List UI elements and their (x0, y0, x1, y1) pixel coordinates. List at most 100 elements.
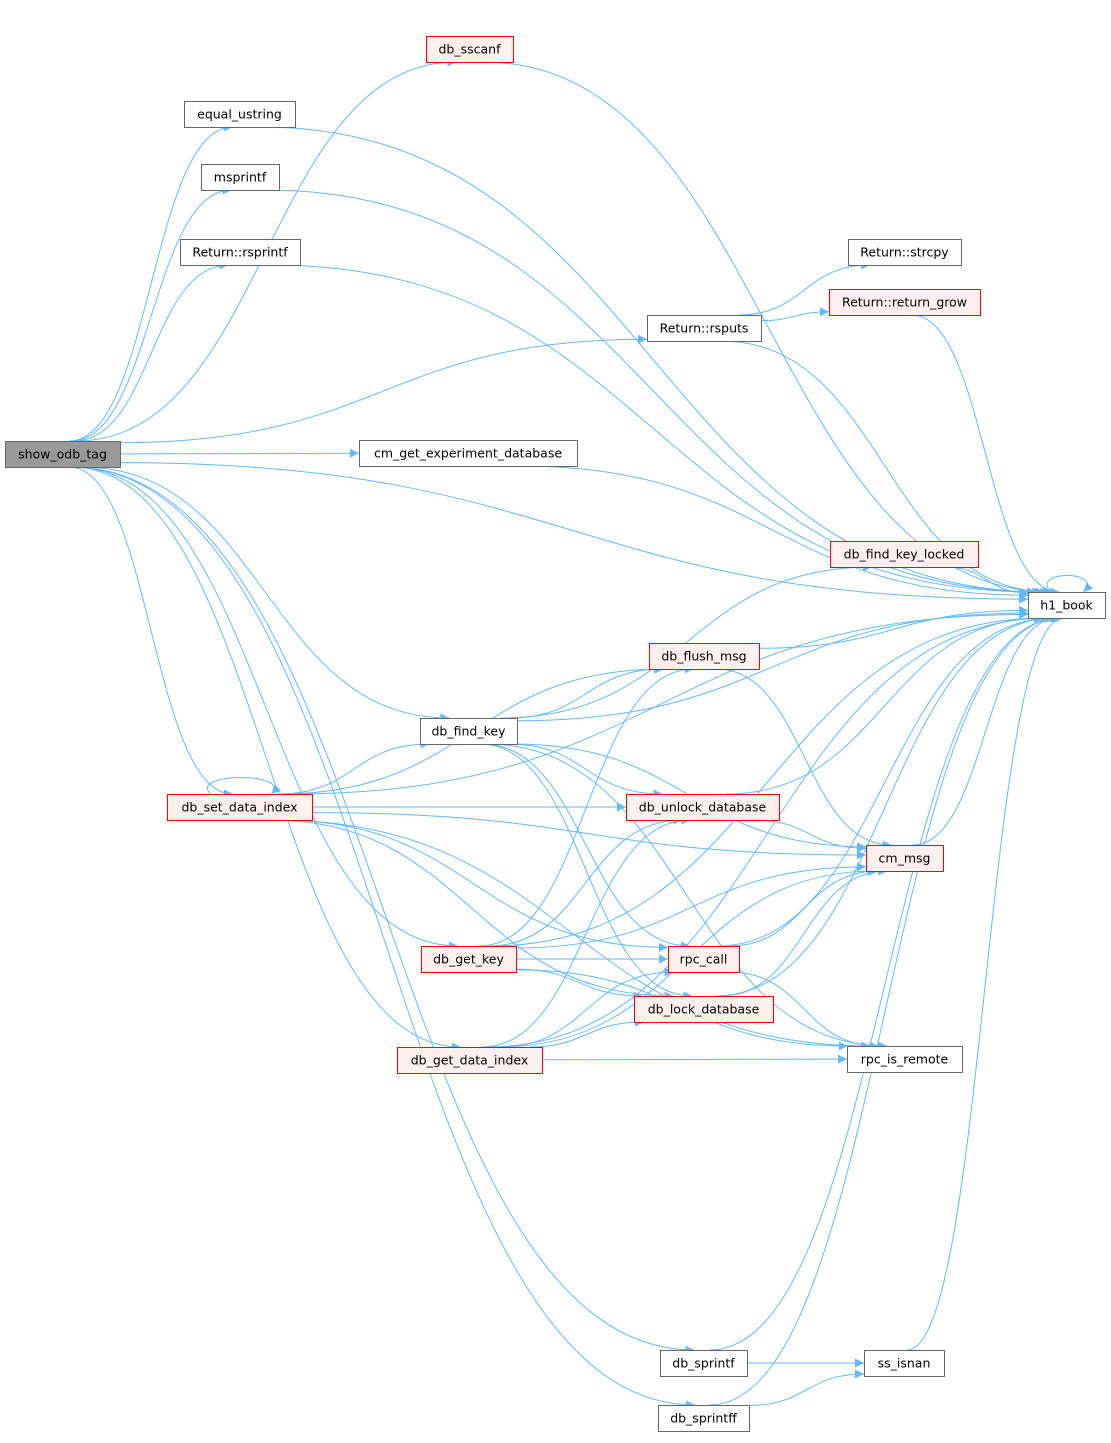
node-rpc-is-remote[interactable]: rpc_is_remote (847, 1046, 963, 1073)
node-box (5, 441, 121, 468)
node-return-grow[interactable]: Return::return_grow (829, 289, 981, 316)
node-label: equal_ustring (197, 107, 282, 122)
edge-db_find_key-to-db_unlock_database (508, 743, 663, 799)
edge-db_set_data_index-to-db_set_data_index (207, 777, 281, 795)
node-box (829, 289, 981, 316)
node-label: db_set_data_index (181, 800, 297, 815)
node-db-unlock-database[interactable]: db_unlock_database (626, 794, 780, 821)
node-db-find-key-locked[interactable]: db_find_key_locked (830, 541, 979, 568)
edge-db_get_data_index-to-rpc_is_remote (541, 1054, 848, 1064)
edge-db_find_key-to-db_lock_database (479, 743, 693, 1001)
node-ss-isnan[interactable]: ss_isnan (864, 1350, 945, 1377)
node-cm-msg[interactable]: cm_msg (866, 845, 944, 872)
node-db-sscanf[interactable]: db_sscanf (426, 36, 514, 63)
edge-db_find_key-to-rpc_call (481, 743, 691, 951)
node-box (848, 239, 962, 266)
node-label: Return::return_grow (842, 295, 967, 310)
node-box (647, 315, 762, 342)
edge-db_get_data_index-to-db_lock_database (529, 1017, 644, 1048)
edge-db_find_key-to-rpc_is_remote (485, 743, 888, 1051)
edge-db_set_data_index-to-rpc_is_remote (273, 819, 871, 1051)
node-db-sprintff[interactable]: db_sprintff (658, 1405, 750, 1432)
edge-db_set_data_index-to-db_lock_database (269, 819, 674, 1001)
edge-db_get_key-to-cm_msg (515, 862, 867, 949)
edge-rpc_call-to-h1_book (716, 613, 1054, 947)
node-label: db_find_key_locked (844, 547, 965, 562)
node-label: rpc_is_remote (861, 1052, 949, 1067)
node-box (184, 101, 296, 128)
node-strcpy[interactable]: Return::strcpy (848, 239, 962, 266)
edge-db_get_key-to-h1_book (490, 613, 1045, 947)
edge-equal_ustring-to-h1_book (261, 126, 1045, 597)
node-box (420, 718, 518, 745)
node-label: db_lock_database (648, 1002, 760, 1017)
edge-db_set_data_index-to-db_find_key (278, 739, 430, 795)
node-h1-book[interactable]: h1_book (1028, 592, 1106, 619)
node-box (847, 1046, 963, 1073)
node-box (397, 1047, 543, 1074)
edge-rpc_call-to-rpc_is_remote (729, 971, 879, 1051)
node-db-get-data-index[interactable]: db_get_data_index (397, 1047, 543, 1074)
node-label: msprintf (214, 170, 267, 185)
edge-show_odb_tag-to-h1_book (119, 462, 1029, 604)
node-db-set-data-index[interactable]: db_set_data_index (167, 794, 313, 821)
node-show-odb-tag[interactable]: show_odb_tag (5, 441, 121, 468)
edge-db_sprintf-to-h1_book (709, 613, 1061, 1351)
edge-h1_book-to-h1_book (1046, 575, 1093, 593)
node-db-flush-msg[interactable]: db_flush_msg (649, 643, 760, 670)
node-rsputs[interactable]: Return::rsputs (647, 315, 762, 342)
node-label: db_find_key (432, 724, 507, 739)
edge-show_odb_tag-to-rsprintf (73, 260, 229, 442)
edge-db_set_data_index-to-h1_book (292, 609, 1029, 795)
edge-db_lock_database-to-cm_msg (720, 866, 888, 997)
node-label: db_get_data_index (411, 1053, 529, 1068)
edge-cm_get_experiment_database-to-h1_book (519, 465, 1029, 600)
node-equal-ustring[interactable]: equal_ustring (184, 101, 296, 128)
node-msprintf[interactable]: msprintf (201, 164, 280, 191)
node-label: db_sprintf (672, 1356, 735, 1371)
edge-return_grow-to-h1_book (911, 314, 1060, 597)
edge-rsprintf-to-h1_book (270, 264, 1037, 597)
node-cm-get-experiment-database[interactable]: cm_get_experiment_database (359, 440, 578, 467)
node-box (426, 36, 514, 63)
node-box (864, 1350, 945, 1377)
node-rpc-call[interactable]: rpc_call (668, 946, 740, 973)
node-box (201, 164, 280, 191)
edge-show_odb_tag-to-db_set_data_index (68, 466, 234, 799)
edge-msprintf-to-h1_book (265, 189, 1042, 597)
edge-rsputs-to-strcpy (738, 260, 871, 316)
node-label: db_flush_msg (661, 649, 746, 664)
edge-show_odb_tag-to-msprintf (70, 185, 232, 442)
edge-db_lock_database-to-h1_book (715, 613, 1055, 997)
edge-ss_isnan-to-h1_book (906, 613, 1064, 1351)
nodes-layer: show_odb_tag db_sscanf equal_ustringmsprin… (5, 36, 1106, 1432)
edge-db_sprintff-to-h1_book (709, 613, 1061, 1406)
node-rsprintf[interactable]: Return::rsprintf (180, 239, 301, 266)
edge-show_odb_tag-to-db_find_key (81, 466, 450, 723)
node-label: Return::rsputs (660, 321, 749, 336)
edge-db_unlock_database-to-h1_book (725, 613, 1044, 795)
edge-db_get_data_index-to-h1_book (486, 613, 1050, 1048)
node-box (421, 946, 517, 973)
edge-db_flush_msg-to-h1_book (758, 605, 1029, 649)
edge-db_get_data_index-to-db_unlock_database (481, 815, 691, 1048)
edge-db_set_data_index-to-rpc_call (279, 819, 669, 952)
node-label: cm_msg (879, 851, 931, 866)
edge-rsputs-to-h1_book (720, 340, 1050, 597)
edge-db_get_key-to-db_flush_msg (478, 664, 694, 947)
node-box (167, 794, 313, 821)
node-label: ss_isnan (878, 1356, 931, 1371)
node-label: rpc_call (680, 952, 728, 967)
node-label: h1_book (1040, 598, 1093, 613)
edge-db_find_key-to-h1_book (516, 608, 1029, 722)
node-db-find-key[interactable]: db_find_key (420, 718, 518, 745)
node-box (359, 440, 578, 467)
edge-show_odb_tag-to-rsputs (119, 334, 648, 444)
node-db-get-key[interactable]: db_get_key (421, 946, 517, 973)
node-label: Return::strcpy (860, 245, 949, 260)
node-db-lock-database[interactable]: db_lock_database (634, 996, 774, 1023)
node-box (180, 239, 301, 266)
edge-show_odb_tag-to-db_sprintff (71, 466, 695, 1410)
node-db-sprintf[interactable]: db_sprintf (660, 1350, 748, 1377)
